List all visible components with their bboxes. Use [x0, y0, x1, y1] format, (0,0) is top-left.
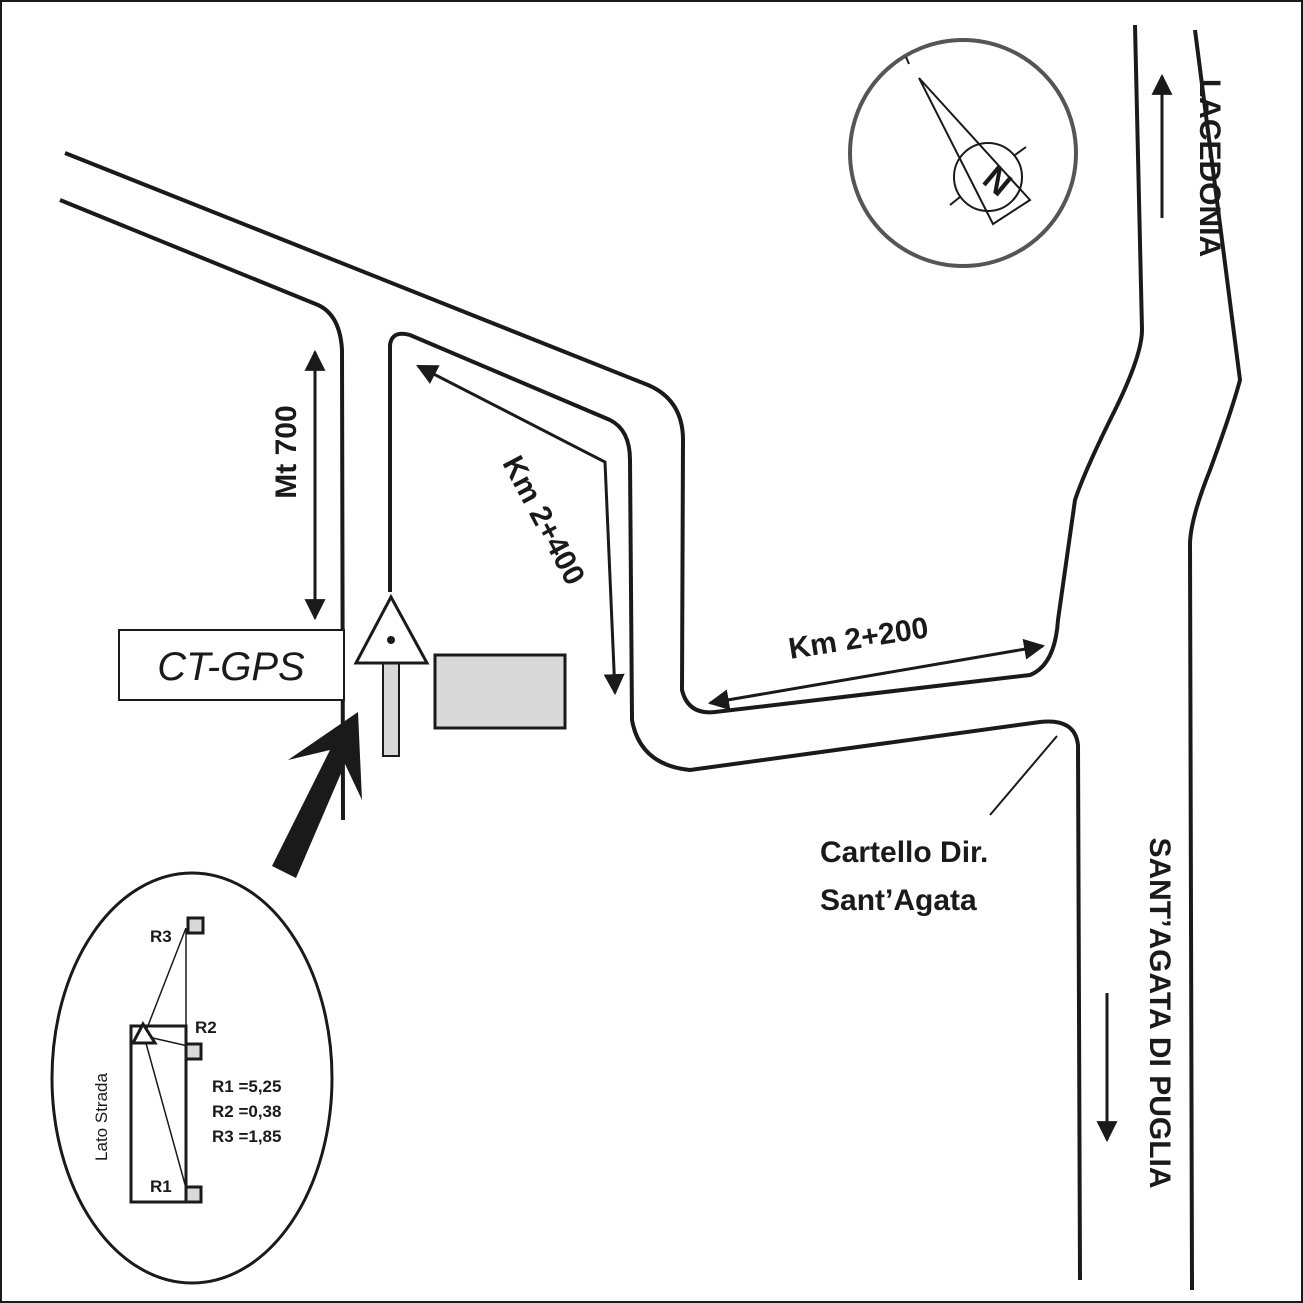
- station-ct-gps: CT-GPS: [118, 593, 567, 757]
- station-pole: [382, 662, 400, 757]
- road-edge-east: [1187, 29, 1243, 1291]
- sign-leader-line: [989, 735, 1058, 816]
- label-sign-line2: Sant’Agata: [820, 884, 977, 917]
- inset-marker-r3: [186, 916, 205, 935]
- inset-side-label: Lato Strada: [92, 1073, 111, 1161]
- inset-label-r1: R1: [150, 1177, 172, 1196]
- station-dot: [387, 636, 395, 644]
- label-lacedonia: LACEDONIA: [1193, 79, 1226, 257]
- station-triangle-icon: [353, 593, 430, 665]
- label-sign-line1: Cartello Dir.: [820, 836, 988, 869]
- station-label: CT-GPS: [157, 645, 305, 689]
- inset-value-r2: R2 =0,38: [212, 1102, 281, 1121]
- inset-value-r3: R3 =1,85: [212, 1127, 281, 1146]
- inset-slab: [129, 1024, 188, 1204]
- distance-arrow-km2200: [707, 638, 1046, 711]
- inset-label-r3: R3: [150, 927, 172, 946]
- compass-inner-circle: [953, 142, 1023, 212]
- station-label-box: [118, 629, 345, 701]
- inset-marker-r2: [184, 1042, 203, 1061]
- road-edge-side-west: [59, 198, 345, 821]
- compass: N: [848, 38, 1078, 268]
- inset-marker-r1: [184, 1185, 203, 1204]
- approach-arrow-icon: [272, 712, 362, 878]
- compass-needle-icon: [918, 77, 1032, 226]
- inset-label-r2: R2: [195, 1018, 217, 1037]
- inset-value-r1: R1 =5,25: [212, 1077, 281, 1096]
- inset-ellipse: [50, 871, 334, 1285]
- roads: [59, 24, 1243, 1291]
- inset-detail: R3 R2 R1 Lato Strada R1 =5,25 R2 =0,38 R…: [50, 871, 334, 1285]
- road-edge-main-inner: [388, 331, 1082, 1281]
- road-edge-main-outer: [64, 24, 1145, 715]
- label-mt700: Mt 700: [270, 405, 303, 498]
- inset-station-triangle-icon: [130, 1021, 158, 1045]
- distance-arrow-km2400: [416, 364, 625, 696]
- label-santagata-di-puglia: SANT’AGATA DI PUGLIA: [1143, 837, 1176, 1188]
- building: [433, 653, 567, 730]
